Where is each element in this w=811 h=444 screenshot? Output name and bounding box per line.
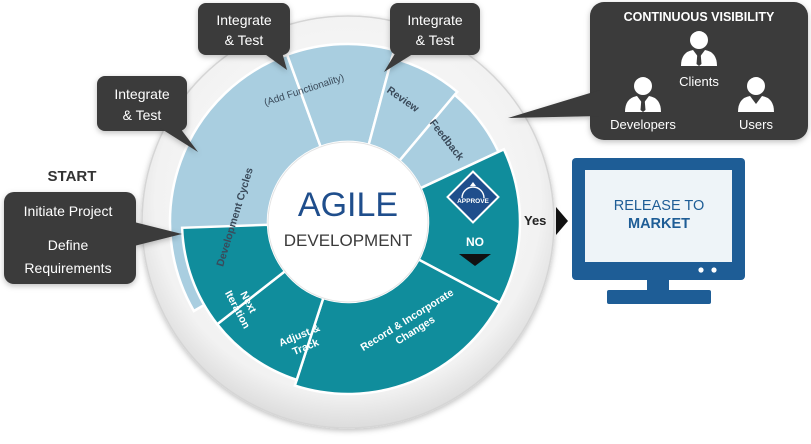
integrate-2-line2: & Test [225,32,264,48]
approve-badge-text: APPROVE [457,198,489,205]
integrate-1-line1: Integrate [114,86,169,102]
integrate-1-line2: & Test [123,107,162,123]
start-bubble [4,192,182,284]
start-bubble-line3: Requirements [24,260,111,276]
monitor-icon [572,158,745,304]
person-icon [681,31,717,66]
role-users: Users [739,117,773,132]
arrow-right-icon [556,207,568,235]
approve-badge-icon: APPROVE [446,170,500,224]
visibility-title: CONTINUOUS VISIBILITY [624,10,775,24]
integrate-3-line2: & Test [416,32,455,48]
role-developers: Developers [610,117,676,132]
start-title: START [48,168,97,185]
integrate-2-line1: Integrate [216,12,271,28]
person-icon [625,77,661,112]
integrate-bubble-1 [97,76,198,152]
role-clients: Clients [679,74,719,89]
center-title: AGILE [298,186,398,224]
center-subtitle: DEVELOPMENT [284,231,412,250]
no-label: NO [466,235,484,249]
center-circle [267,141,429,303]
release-line1: RELEASE TO [614,198,705,214]
person-icon [738,77,774,112]
start-bubble-line2: Define [48,237,89,253]
yes-label: Yes [524,213,546,228]
release-line2: MARKET [628,216,690,232]
start-bubble-line1: Initiate Project [24,203,113,219]
integrate-bubble-3 [384,3,480,72]
integrate-3-line1: Integrate [407,12,462,28]
integrate-bubble-2 [198,3,290,70]
arrow-down-icon [459,254,491,266]
